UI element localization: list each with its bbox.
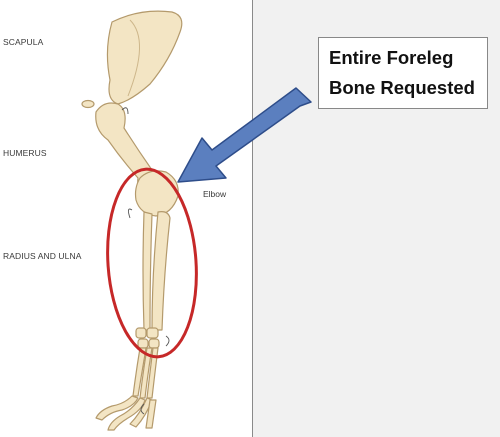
rotation-arrow-icon [121, 107, 129, 115]
elbow-label: Elbow [203, 189, 227, 199]
scapula-label: SCAPULA [3, 37, 44, 47]
shoulder-sesamoid [81, 99, 95, 109]
radius-bone [151, 211, 171, 331]
scapula-bone [106, 10, 183, 105]
carpal-bone [137, 338, 149, 349]
rotation-arrow-icon [140, 403, 145, 415]
carpal-bone [148, 338, 160, 349]
elbow-joint [134, 170, 179, 217]
callout-line-1: Entire Foreleg [329, 47, 454, 68]
arrow-pointing-left-down-icon [177, 87, 312, 183]
phalanx-bone [107, 397, 146, 431]
ulna-bone [142, 211, 153, 331]
carpal-bone [135, 327, 147, 339]
highlight-ellipse [106, 167, 198, 359]
callout-line-2: Bone Requested [329, 77, 475, 98]
callout-box: Entire Foreleg Bone Requested [318, 37, 488, 109]
phalanx-bone [145, 399, 157, 429]
phalanx-bone [95, 395, 139, 421]
radius-ulna-label: RADIUS AND ULNA [3, 251, 82, 261]
rotation-arrow-icon [127, 208, 133, 219]
carpal-bone [146, 327, 159, 339]
rotation-arrow-icon [165, 335, 170, 347]
humerus-label: HUMERUS [3, 148, 47, 158]
metacarpal-bone [139, 347, 153, 399]
metacarpal-bone [132, 347, 147, 397]
